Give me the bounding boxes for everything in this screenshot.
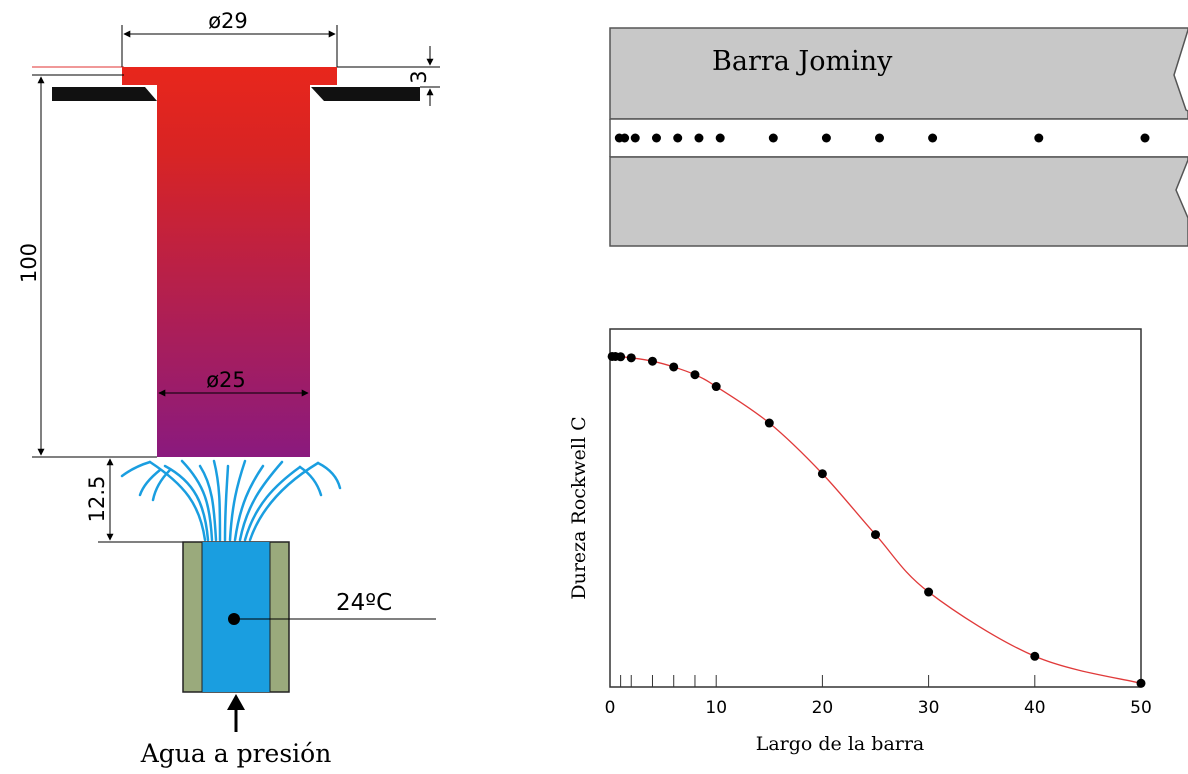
water-pressure-label: Agua a presión	[140, 739, 332, 768]
hardness-data-point	[924, 587, 934, 597]
y-axis-label: Dureza Rockwell C	[568, 416, 590, 599]
hardness-data-point	[711, 382, 721, 392]
x-axis-ticks	[609, 675, 1142, 687]
flange-thickness-label: 3	[407, 70, 431, 83]
hardness-data-point	[817, 469, 827, 479]
dimension-water-gap: 12.5	[85, 458, 185, 543]
hardness-data-point	[669, 362, 679, 372]
bar-measurement-point	[630, 133, 640, 143]
hardness-data-point	[690, 370, 700, 380]
water-nozzle	[182, 541, 436, 693]
bar-diameter-label: ø25	[206, 368, 246, 392]
hardness-fit-curve	[612, 355, 1142, 684]
bar-measurement-point	[673, 133, 683, 143]
water-temperature-label: 24ºC	[336, 590, 392, 616]
bar-measurement-point	[1140, 133, 1150, 143]
hardness-data-points	[607, 351, 1146, 688]
chart-frame	[609, 328, 1142, 688]
x-tick-label: 0	[605, 698, 616, 718]
bar-measurement-point	[651, 133, 661, 143]
bar-measurement-point	[768, 133, 778, 143]
dimension-flange-thickness: 3	[337, 46, 440, 106]
hardness-data-point	[1136, 678, 1146, 688]
x-tick-label: 10	[705, 698, 727, 718]
dimension-bar-diameter: ø25	[158, 368, 309, 397]
bar-measurement-point	[620, 133, 630, 143]
hardness-data-point	[616, 352, 626, 362]
bar-top-half	[609, 27, 1188, 120]
dimension-top-diameter: ø29	[121, 9, 338, 67]
bar-measurement-point	[694, 133, 704, 143]
dimension-bar-length: 100	[17, 74, 157, 458]
x-tick-label: 40	[1024, 698, 1046, 718]
hardness-data-point	[647, 356, 657, 366]
water-jets	[120, 459, 342, 542]
bar-bottom-half	[609, 156, 1188, 247]
support-plate-left	[52, 87, 157, 101]
jominy-apparatus: ø29 3 100 ø25	[17, 9, 440, 768]
water-gap-label: 12.5	[85, 476, 109, 523]
bar-measurement-point	[875, 133, 884, 143]
hardness-data-point	[871, 530, 880, 540]
x-tick-label: 20	[812, 698, 834, 718]
top-diameter-label: ø29	[208, 9, 248, 33]
x-tick-label: 30	[918, 698, 940, 718]
jominy-bar-diagram: Barra Jominy	[609, 27, 1188, 247]
x-tick-label: 50	[1130, 698, 1152, 718]
bar-measurement-point	[928, 133, 938, 143]
support-plate-right	[311, 87, 420, 101]
hardness-data-point	[626, 353, 636, 363]
bar-measurement-points	[614, 133, 1150, 143]
bar-length-label: 100	[17, 243, 41, 283]
specimen-body	[122, 67, 337, 457]
bar-measurement-point	[1034, 133, 1044, 143]
hardness-data-point	[1030, 651, 1040, 661]
water-inlet-arrow-icon	[227, 694, 245, 732]
jominy-bar-label: Barra Jominy	[712, 46, 893, 77]
hardness-chart: 0 10 20 30 40 50 Largo de la barra Dureza Roc…	[568, 328, 1152, 755]
bar-measurement-point	[821, 133, 831, 143]
hardness-data-point	[764, 418, 774, 428]
x-axis-label: Largo de la barra	[756, 733, 925, 755]
bar-measurement-point	[715, 133, 725, 143]
x-axis-tick-labels: 0 10 20 30 40 50	[605, 698, 1152, 718]
bar-center-line	[610, 119, 1188, 157]
